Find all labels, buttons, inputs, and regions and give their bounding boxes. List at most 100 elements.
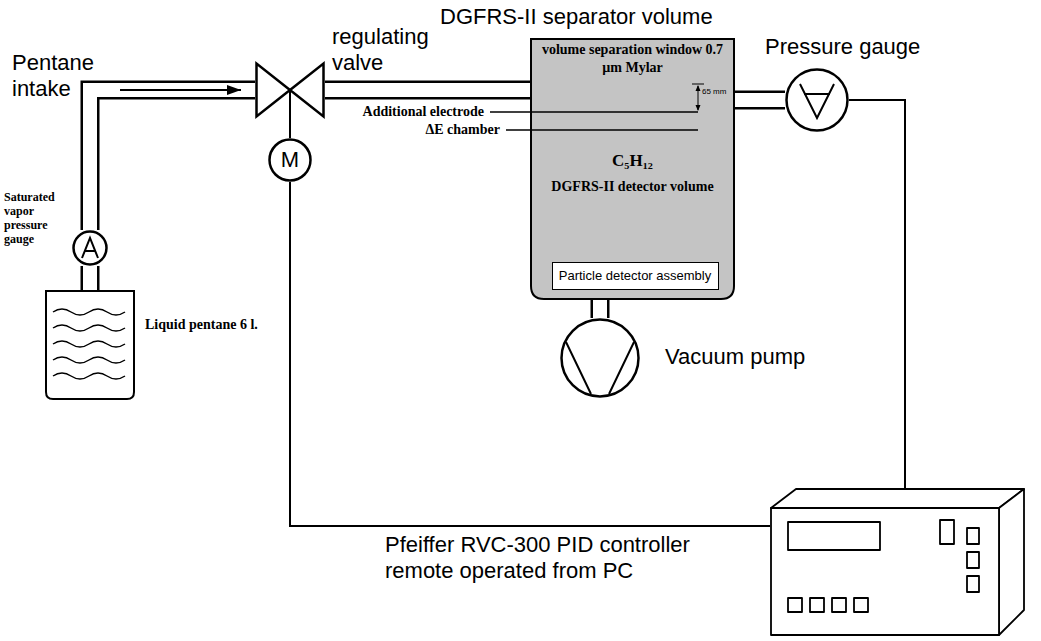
motor-symbol: M: [268, 138, 312, 182]
gauge-circle: [74, 232, 107, 265]
detector-name: Particle detector assembly: [559, 263, 711, 288]
dimension-tick: [692, 84, 704, 85]
pipe-connector: [735, 100, 785, 101]
signal-wire: [849, 100, 905, 488]
part-label-holder: Additional electrode: [300, 103, 484, 121]
pipe-bore: [735, 93, 785, 107]
controller-display: [788, 522, 880, 550]
valve-label: regulating valve: [332, 24, 462, 76]
dimension-arrow: [696, 105, 701, 111]
volume-name-holder: DGFRS-II detector volume: [530, 178, 735, 196]
part-label-holder: ΔE chamber: [316, 121, 500, 139]
controller-label: Pfeiffer RVC-300 PID controller remote o…: [385, 532, 715, 584]
dimension-line: [698, 86, 699, 110]
controller-label-holder: Pfeiffer RVC-300 PID controller remote o…: [385, 532, 715, 584]
detector-name-holder: Particle detector assembly: [553, 263, 718, 288]
controller-top: [771, 489, 1024, 508]
controller-button: [788, 598, 802, 612]
controller-button: [832, 598, 846, 612]
controller-front: [771, 508, 999, 635]
liquid-wave: [53, 357, 125, 363]
dimension-arrow: [696, 85, 701, 91]
container-label-holder: Liquid pentane 6 l.: [145, 316, 258, 334]
container-outline: [45, 290, 135, 400]
window-note-holder: volume separation window 0.7 µm Mylar: [540, 41, 725, 77]
valve-half: [290, 64, 324, 117]
pipe-wall: [591, 300, 610, 318]
wire-line: [849, 100, 905, 488]
pressure-gauge: Pressure gauge: [785, 68, 849, 132]
pipe-bore: [90, 90, 255, 230]
pipe-wall: [90, 90, 255, 230]
vapor-gauge: Saturated vapor pressure gauge: [72, 230, 108, 266]
container-label: Liquid pentane 6 l.: [145, 316, 258, 334]
container-body: [46, 291, 134, 399]
gas-formula: C₅H₁₂: [530, 150, 735, 172]
arrow-head: [227, 85, 241, 95]
gauge-label-holder: Saturated vapor pressure gauge: [4, 190, 68, 246]
gauge-label: Pressure gauge: [765, 34, 920, 60]
regulating-valve: regulating valve: [255, 62, 325, 118]
motor-letter-holder: M: [268, 138, 312, 182]
valve-label-holder: regulating valve: [332, 24, 462, 76]
leader-line: [490, 111, 698, 113]
controller-switch: [940, 520, 954, 544]
pump-label-holder: Vacuum pump: [665, 344, 805, 370]
liquid-wave: [53, 325, 125, 331]
flow-arrow-line: [120, 89, 241, 91]
motor-letter: M: [268, 138, 312, 182]
intake-label-holder: Pentane intake: [12, 50, 102, 102]
pipe-wall: [735, 91, 785, 110]
pipe-bore: [83, 266, 97, 290]
pentane-container: Liquid pentane 6 l.: [45, 290, 135, 400]
pid-controller: Pfeiffer RVC-300 PID controller remote o…: [770, 488, 1025, 636]
controller-outline: [770, 488, 1025, 636]
pipe-connector: [90, 85, 255, 230]
controller-button: [967, 528, 979, 544]
intake-label: Pentane intake: [12, 50, 102, 102]
gauge-label-holder: Pressure gauge: [765, 34, 920, 60]
gas-formula-holder: C₅H₁₂: [530, 150, 735, 172]
liquid-wave: [53, 341, 125, 347]
dimension-label-holder: 65 mm: [702, 87, 726, 97]
heading: DGFRS-II separator volume: [440, 4, 713, 30]
pipe-connector: [325, 90, 530, 91]
liquid-wave: [53, 309, 125, 315]
pipe-wall: [325, 81, 530, 100]
controller-button: [810, 598, 824, 612]
window-note: volume separation window 0.7 µm Mylar: [540, 41, 725, 77]
vacuum-pump: Vacuum pump: [560, 318, 640, 398]
pump-label: Vacuum pump: [665, 344, 805, 370]
pipe-connector: [600, 300, 601, 318]
separator-volume: DGFRS-II separator volumevolume separati…: [530, 38, 735, 300]
part-label: Additional electrode: [300, 103, 484, 121]
pipe-bore: [325, 83, 530, 97]
liquid-wave: [53, 373, 125, 379]
pump-outline: [560, 318, 640, 398]
gauge-outline: [72, 230, 108, 266]
valve-outline: [255, 62, 325, 118]
gauge-label: Saturated vapor pressure gauge: [4, 190, 68, 246]
pump-circle: [562, 320, 639, 397]
pipe-connector: [90, 266, 91, 290]
controller-button: [967, 576, 979, 592]
detector-box: Particle detector assembly: [552, 262, 719, 290]
gauge-circle: [787, 70, 848, 131]
valve-half: [257, 64, 291, 117]
pipe-bore: [593, 300, 607, 318]
dimension-label: 65 mm: [702, 87, 726, 97]
gauge-needle: [82, 238, 98, 258]
controller-side: [999, 489, 1024, 635]
part-label: ΔE chamber: [316, 121, 500, 139]
heading-holder: DGFRS-II separator volume: [440, 4, 713, 30]
leader-line: [506, 129, 698, 131]
pump-blades: [566, 342, 634, 394]
gauge-needle: [800, 84, 834, 118]
gauge-outline: [785, 68, 849, 132]
signal-wire: [290, 90, 291, 138]
separator-body: [531, 39, 734, 299]
wire-line: [289, 90, 291, 138]
pipe-wall: [81, 266, 100, 290]
